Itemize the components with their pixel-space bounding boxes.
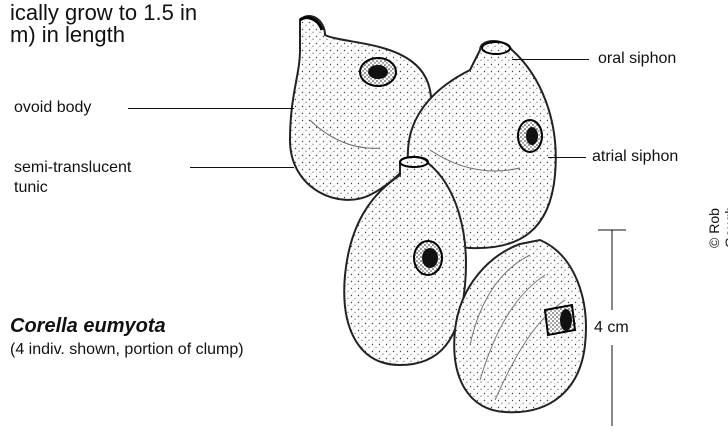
- scale-label: 4 cm: [594, 318, 629, 338]
- leader-semi-translucent: [190, 167, 294, 168]
- label-atrial-siphon: atrial siphon: [592, 147, 678, 167]
- species-name: Corella eumyota: [10, 316, 166, 336]
- individual-lower-right: [454, 240, 586, 412]
- label-semi-translucent-line-1: semi-translucent: [14, 158, 131, 178]
- photo-credit: © Rob Gough, DFBW: [706, 202, 728, 248]
- label-ovoid-body: ovoid body: [14, 98, 91, 118]
- leader-ovoid-body: [128, 108, 294, 109]
- label-oral-siphon: oral siphon: [598, 49, 676, 69]
- intro-line-2: m) in length: [10, 22, 125, 48]
- leader-atrial-siphon: [548, 157, 586, 158]
- label-semi-translucent-line-2: tunic: [14, 178, 48, 198]
- leader-oral-siphon: [512, 59, 589, 60]
- caption-note: (4 indiv. shown, portion of clump): [10, 340, 244, 360]
